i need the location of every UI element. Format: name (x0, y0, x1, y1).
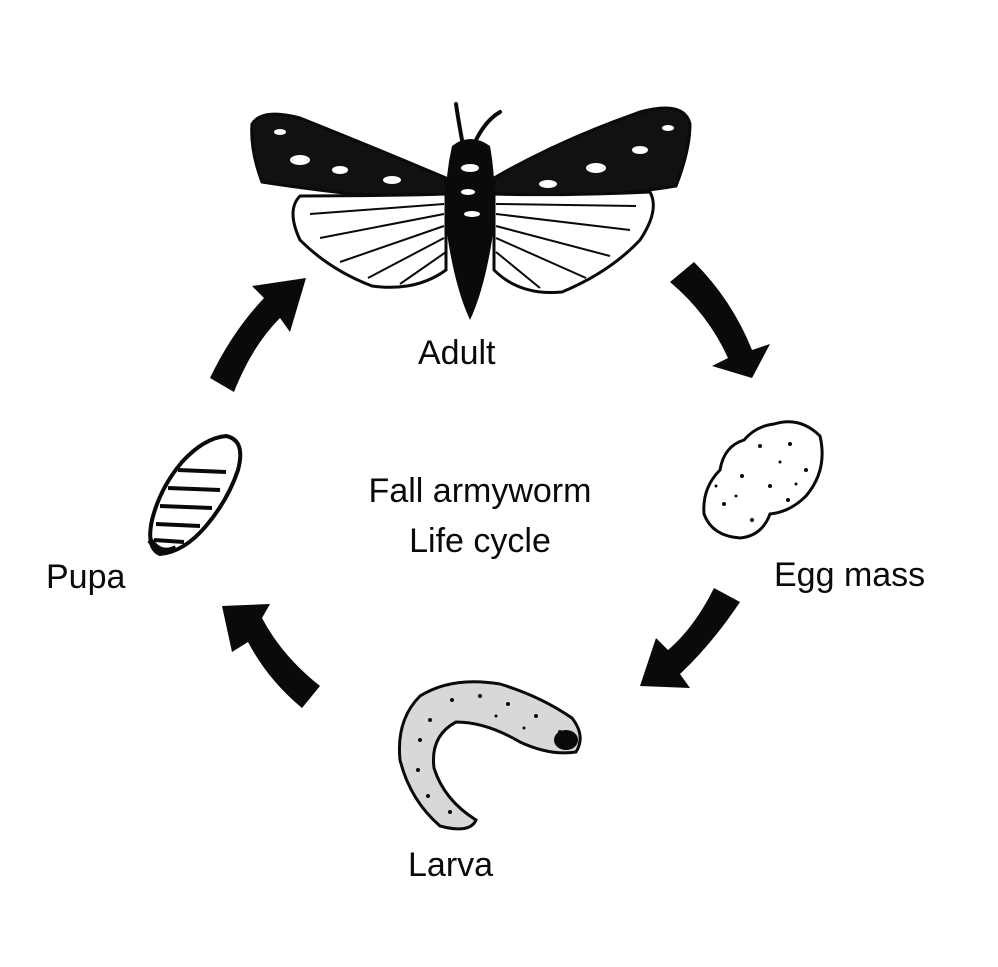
arrow-pupa-to-adult (210, 278, 306, 392)
adult-moth-illustration (250, 102, 692, 320)
arrow-larva-to-pupa (222, 604, 320, 708)
stage-label-larva: Larva (408, 846, 494, 884)
title-line-2: Life cycle (409, 522, 551, 560)
arrow-egg-to-larva (640, 588, 740, 688)
stage-label-pupa: Pupa (46, 558, 126, 596)
larva-illustration (397, 680, 582, 831)
stage-label-egg-mass: Egg mass (774, 556, 926, 594)
egg-mass-illustration (702, 420, 824, 540)
title-line-1: Fall armyworm (368, 472, 592, 510)
arrow-adult-to-egg (670, 262, 770, 378)
diagram-title: Fall armyworm Life cycle (340, 466, 620, 566)
cycle-arrows (210, 262, 770, 708)
stage-label-adult: Adult (418, 334, 496, 372)
pupa-illustration (147, 433, 243, 557)
